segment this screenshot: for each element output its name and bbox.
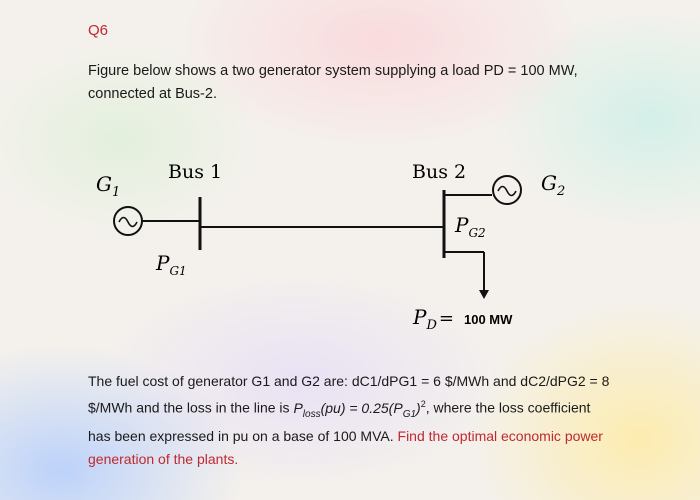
sine-wave-g1-icon <box>118 216 138 228</box>
pg1-label: PG1 <box>155 251 187 278</box>
question-label: Q6 <box>88 22 109 39</box>
generator-g2-symbol <box>492 175 522 205</box>
sine-wave-g2-icon <box>497 185 517 197</box>
problem-line-3: has been expressed in pu on a base of 10… <box>88 428 603 445</box>
intro-line-1: Figure below shows a two generator syste… <box>88 63 578 79</box>
intro-line-2: connected at Bus-2. <box>88 86 217 102</box>
problem-text: The fuel cost of generator G1 and G2 are… <box>88 370 688 471</box>
bus-1-label: Bus 1 <box>168 161 222 183</box>
g1-label: G1 <box>96 172 120 200</box>
load-arrow-icon <box>479 290 489 299</box>
g2-label: G2 <box>541 171 565 199</box>
intro-text: Figure below shows a two generator syste… <box>88 60 648 106</box>
task-highlight-1: Find the optimal economic power <box>397 428 603 445</box>
bus-2-label: Bus 2 <box>412 161 466 183</box>
problem-line-2: $/MWh and the loss in the line is Ploss(… <box>88 399 591 420</box>
task-highlight-2: generation of the plants. <box>88 451 239 468</box>
pg2-label: PG2 <box>454 213 486 240</box>
problem-line-1: The fuel cost of generator G1 and G2 are… <box>88 373 610 389</box>
pd-label: PD=100 MW <box>412 305 513 333</box>
